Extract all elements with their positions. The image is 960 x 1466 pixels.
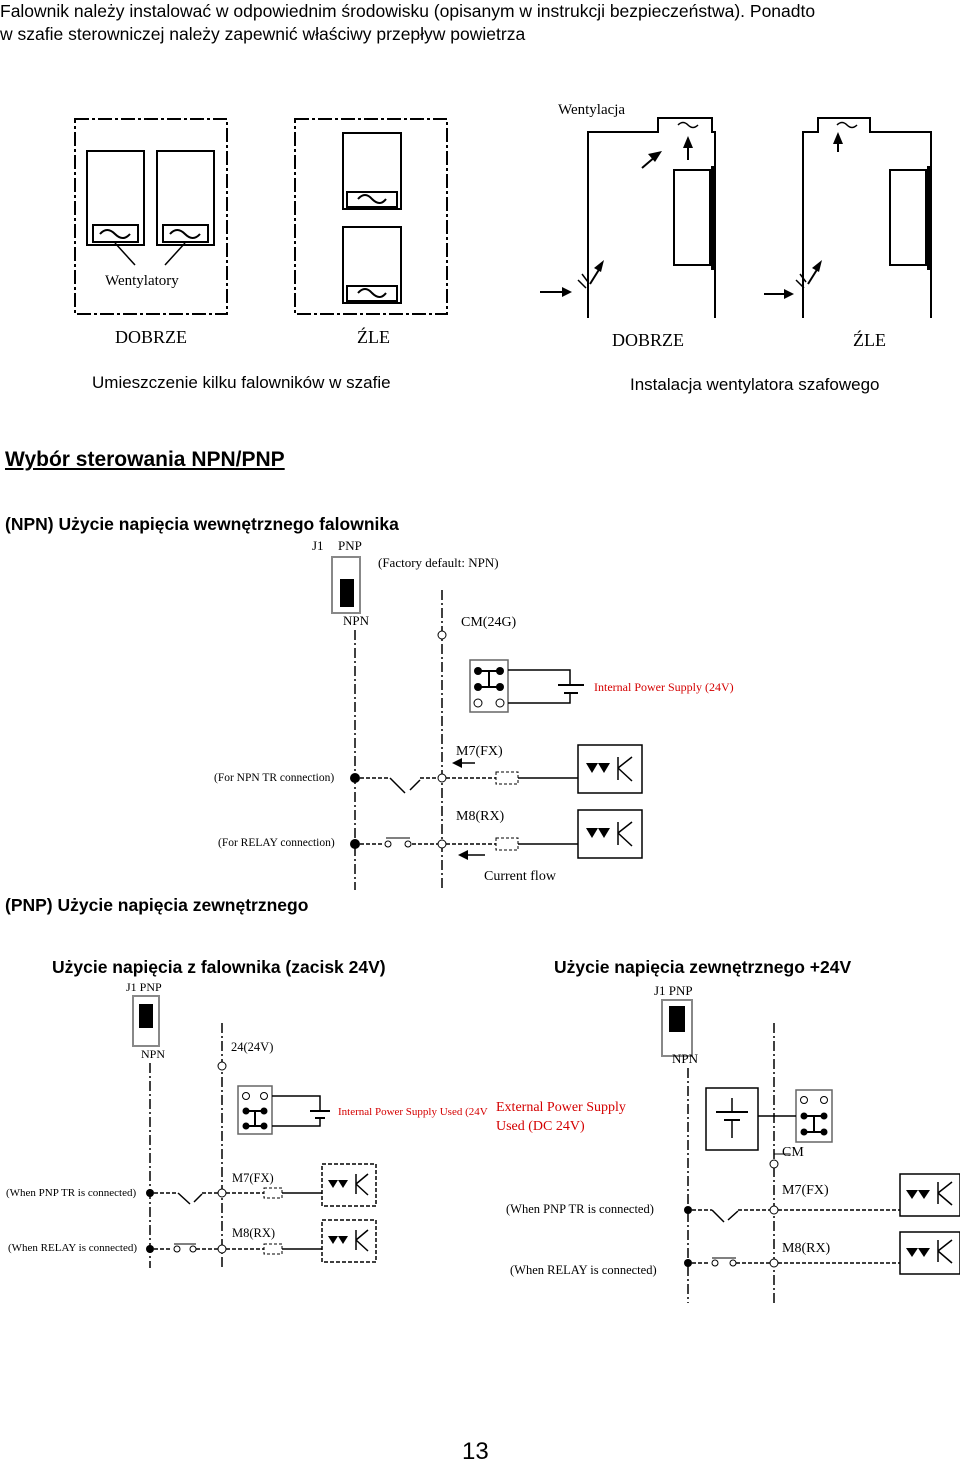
ventilation-label: Wentylacja: [558, 102, 625, 118]
pnp-int-npn-label: NPN: [141, 1047, 165, 1061]
intro-line-2: w szafie sterowniczej należy zapewnić wł…: [0, 24, 526, 44]
fig2-bad-label: ŹLE: [853, 329, 886, 350]
fans-label: Wentylatory: [105, 273, 179, 289]
external-supply-line2: Used (DC 24V): [496, 1119, 585, 1134]
pnp-int-supply-label: Internal Power Supply Used (24V: [338, 1106, 488, 1118]
intro-line-1: Falownik należy instalować w odpowiednim…: [0, 1, 816, 21]
fig1-good-label: DOBRZE: [115, 327, 187, 347]
pnp-ext-tr-label: (When PNP TR is connected): [506, 1202, 654, 1216]
intro-paragraph: Falownik należy instalować w odpowiednim…: [0, 0, 960, 46]
npn-relay-connection-label: (For RELAY connection): [218, 837, 335, 849]
pnp-heading: (PNP) Użycie napięcia zewnętrznego: [5, 895, 309, 915]
cm-terminal-label: CM(24G): [461, 615, 517, 630]
pnp-int-j1-label: J1 PNP: [126, 980, 162, 994]
pnp-ext-m8-label: M8(RX): [782, 1241, 831, 1256]
internal-supply-label: Internal Power Supply (24V): [594, 680, 734, 694]
terminal-24v-label: 24(24V): [231, 1040, 273, 1054]
m8-label: M8(RX): [456, 809, 505, 824]
multi-inverter-figure: Wentylatory DOBRZE ŹLE: [74, 118, 448, 347]
pnp-int-m8-label: M8(RX): [232, 1226, 275, 1240]
pnp-label: PNP: [338, 538, 362, 553]
cabinet-fan-figure: Wentylacja DOBRZE ŹLE: [540, 102, 932, 350]
pnp-internal-diagram: J1 PNP NPN 24(24V) Internal Power Supply…: [6, 980, 488, 1268]
pnp-int-tr-label: (When PNP TR is connected): [6, 1187, 136, 1199]
external-supply-line1: External Power Supply: [496, 1100, 626, 1115]
npn-heading: (NPN) Użycie napięcia wewnętrznego falow…: [5, 514, 399, 534]
page-number: 13: [462, 1438, 489, 1465]
pnp-int-m7-label: M7(FX): [232, 1171, 274, 1185]
pnp-int-relay-label: (When RELAY is connected): [8, 1242, 137, 1254]
npn-tr-connection-label: (For NPN TR connection): [214, 772, 334, 784]
factory-default-label: (Factory default: NPN): [378, 555, 499, 570]
pnp-ext-j1-label: J1 PNP: [654, 983, 693, 998]
fig2-caption: Instalacja wentylatora szafowego: [630, 375, 880, 394]
pnp-ext-npn-label: NPN: [672, 1051, 699, 1066]
m7-label: M7(FX): [456, 744, 503, 759]
fig1-bad-label: ŹLE: [357, 326, 390, 347]
j1-label: J1: [312, 538, 324, 553]
fig2-good-label: DOBRZE: [612, 330, 684, 350]
fig1-caption: Umieszczenie kilku falowników w szafie: [92, 373, 391, 392]
pnp-external-heading: Użycie napięcia zewnętrznego +24V: [554, 957, 852, 977]
section-title: Wybór sterowania NPN/PNP: [5, 448, 285, 471]
current-flow-label: Current flow: [484, 869, 557, 884]
pnp-ext-m7-label: M7(FX): [782, 1183, 829, 1198]
pnp-internal-heading: Użycie napięcia z falownika (zacisk 24V): [52, 957, 386, 977]
pnp-external-diagram: J1 PNP NPN External Power Supply Used (D…: [496, 983, 960, 1303]
pnp-ext-relay-label: (When RELAY is connected): [510, 1263, 657, 1277]
pnp-ext-cm-label: CM: [782, 1145, 804, 1160]
npn-switch-label: NPN: [343, 613, 370, 628]
npn-wiring-diagram: J1 PNP (Factory default: NPN) NPN CM(24G…: [214, 538, 734, 890]
